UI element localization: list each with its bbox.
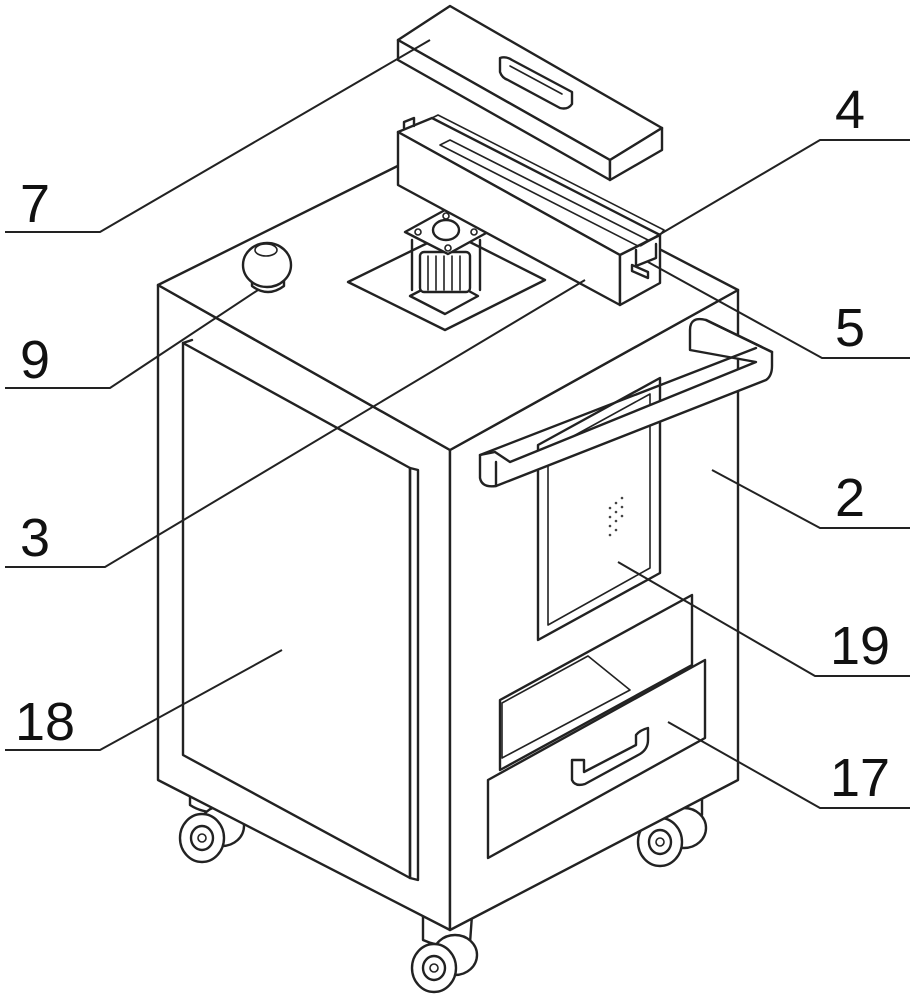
label-17: 17 bbox=[830, 748, 890, 808]
label-19: 19 bbox=[830, 616, 890, 676]
top-lid bbox=[396, 4, 664, 182]
label-18: 18 bbox=[15, 692, 75, 752]
label-9: 9 bbox=[20, 330, 50, 390]
drawer bbox=[486, 593, 707, 860]
label-4: 4 bbox=[835, 80, 865, 140]
control-knob bbox=[241, 241, 293, 294]
leader-lines bbox=[5, 39, 910, 809]
label-7: 7 bbox=[20, 174, 50, 234]
side-handle bbox=[478, 317, 774, 488]
label-3: 3 bbox=[20, 508, 50, 568]
motor-mount-plate bbox=[346, 230, 547, 332]
feed-slot-box bbox=[396, 114, 665, 307]
label-5: 5 bbox=[835, 298, 865, 358]
label-2: 2 bbox=[835, 468, 865, 528]
caster-back-right bbox=[636, 788, 708, 868]
side-door-panel bbox=[181, 338, 420, 882]
caster-front bbox=[410, 913, 479, 994]
motor-assembly bbox=[403, 208, 490, 316]
